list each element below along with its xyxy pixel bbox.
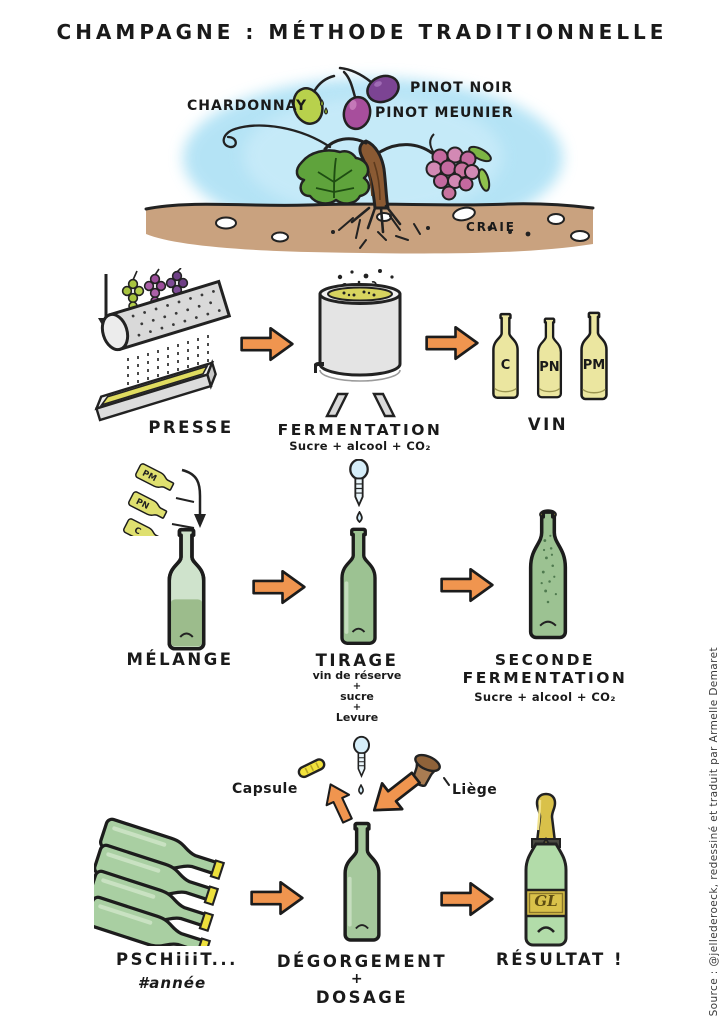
label-presse: PRESSE [148, 418, 234, 437]
page-title: CHAMPAGNE : MÉTHODE TRADITIONNELLE [56, 20, 668, 44]
stacked-bottle [97, 816, 226, 884]
capsule-icon [297, 758, 326, 779]
tank-body [318, 294, 402, 377]
press-illustration [94, 268, 232, 422]
small-bottle-c: C [121, 517, 165, 536]
flow-arrow-icon [440, 567, 494, 603]
tank-leg-right [372, 392, 396, 418]
label-annee: #année [137, 974, 207, 992]
grape-bunch [425, 133, 492, 201]
tirage-plus: + [352, 681, 362, 692]
dropper-icon [349, 459, 369, 507]
flow-arrow-icon [250, 880, 304, 916]
tirage-sub-line: vin de réserve [312, 669, 402, 682]
flow-arrow-icon [252, 569, 306, 605]
label-craie: CRAIE [466, 220, 516, 234]
tirage-sub-line: sucre [340, 690, 374, 703]
vin-bottle-pn: PN [534, 314, 565, 403]
fermenting-must [327, 286, 393, 302]
label-chardonnay: CHARDONNAY [187, 98, 308, 114]
melange-pouring-bottles: PM PN C [121, 462, 206, 536]
tirage-bottle [340, 527, 377, 645]
label-dosage: DOSAGE [315, 988, 409, 1007]
seconde-fermentation-bottle [528, 509, 568, 640]
press-roller [100, 279, 232, 352]
label-resultat: RÉSULTAT ! [495, 950, 625, 969]
press-tray [94, 359, 217, 422]
grapes-green [121, 270, 145, 311]
label-tirage: TIRAGE [315, 651, 399, 670]
fermentation-tank [314, 269, 402, 418]
label-plus: + [350, 971, 366, 987]
label-pinot-noir: PINOT NOIR [410, 80, 514, 96]
melange-bottle [167, 527, 206, 651]
small-bottle-pn: PN [126, 490, 170, 523]
stacked-bottle [94, 842, 220, 910]
pinot-meunier-grape [342, 70, 372, 131]
tank-leg-left [325, 392, 349, 418]
flow-arrow-icon [440, 881, 494, 917]
riddled-bottles-stack [94, 816, 226, 946]
degorgement-bottle [343, 821, 381, 942]
label-liege: Liège [452, 782, 498, 798]
soil-band [144, 202, 595, 254]
tirage-plus: + [352, 702, 362, 713]
small-bottle-pm: PM [133, 462, 177, 495]
label-pinot-meunier: PINOT MEUNIER [375, 105, 514, 121]
label-degorgement: DÉGORGEMENT [276, 952, 448, 971]
label-capsule: Capsule [232, 781, 298, 797]
label-vin: VIN [527, 415, 569, 434]
bottle-letter: C [500, 358, 511, 374]
flow-arrow-icon [425, 325, 479, 361]
pinot-noir-grape [338, 66, 400, 104]
dosage-dropper-icon [352, 735, 371, 777]
vin-bottle-c: C [489, 312, 522, 401]
stacked-bottle [94, 868, 215, 936]
chardonnay-grape [292, 74, 336, 125]
blended-wine [170, 599, 203, 647]
drop-icon [356, 511, 363, 523]
label-melange: MÉLANGE [126, 650, 234, 669]
small-bottle-label: C [132, 525, 142, 536]
gold-label [524, 888, 568, 918]
tank-tap [314, 362, 324, 373]
vine-leaf [295, 149, 371, 205]
label-monogram: GL [534, 892, 558, 910]
vin-bottle-pm: PM [577, 310, 611, 403]
tirage-ingredients: vin de réserve + sucre + Levure [313, 670, 402, 724]
label-seconde-sub: Sucre + alcool + CO₂ [474, 690, 616, 704]
vineyard-illustration [144, 66, 595, 254]
stacked-bottle [94, 894, 212, 946]
flow-arrow-icon [240, 326, 294, 362]
label-fermentation: FERMENTATION [277, 421, 443, 439]
tirage-sub-line: Levure [335, 711, 379, 724]
label-pschiiit: PSCHiiiT... [116, 950, 238, 969]
champagne-result-bottle: GL [518, 792, 574, 948]
bottle-letter: PM [582, 358, 606, 374]
label-fermentation-sub: Sucre + alcool + CO₂ [289, 439, 431, 453]
pour-arrow [181, 468, 202, 516]
label-seconde-1: SECONDE [494, 651, 596, 669]
label-seconde-2: FERMENTATION [462, 669, 628, 687]
bottle-bubbles [540, 534, 557, 604]
source-credit: Source : @jellederoeck, redessiné et tra… [708, 646, 720, 1016]
bottle-letter: PN [539, 360, 560, 376]
grapes-purple [143, 268, 167, 306]
